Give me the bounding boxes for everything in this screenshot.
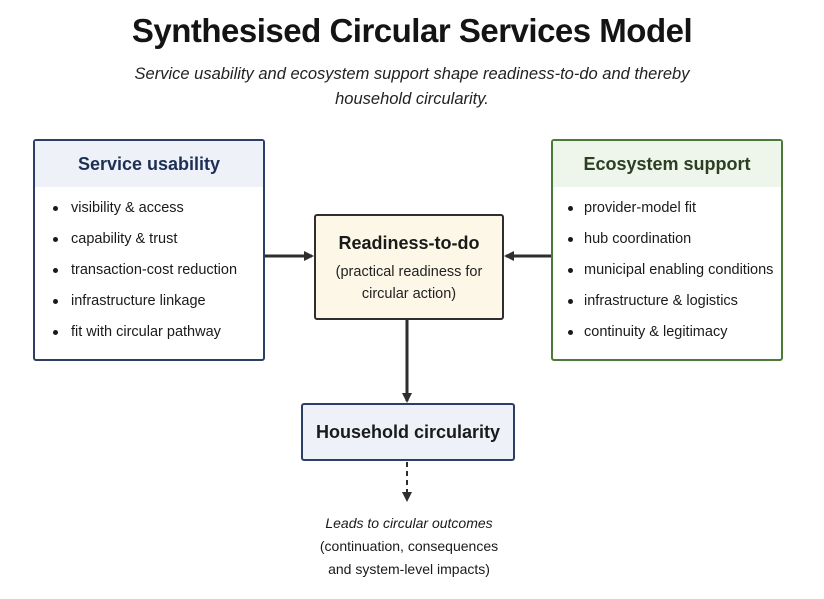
readiness-description: (practical readiness for circular action… [335, 264, 483, 302]
outcome-lead: Leads to circular outcomes [325, 515, 493, 531]
diagram-title: Synthesised Circular Services Model [131, 12, 693, 49]
list-item: visibility & access [35, 198, 263, 229]
household-circularity-box: Household circularity [301, 403, 515, 461]
readiness-to-do-box: Readiness-to-do (practical readiness for… [314, 214, 504, 320]
readiness-title: Readiness-to-do [338, 233, 480, 253]
list-item: provider-model fit [553, 198, 781, 229]
outcome-line-3: and system-level impacts) [328, 561, 490, 577]
list-item: fit with circular pathway [35, 322, 263, 353]
list-item: transaction-cost reduction [35, 260, 263, 291]
list-item: infrastructure linkage [35, 291, 263, 322]
service-usability-header: Service usability [35, 141, 263, 187]
ecosystem-support-box: Ecosystem support provider-model fit hub… [551, 139, 783, 361]
list-item: municipal enabling conditions [553, 260, 781, 291]
household-title: Household circularity [315, 422, 501, 442]
outcome-line-2: (continuation, consequences [319, 538, 499, 554]
service-usability-box: Service usability visibility & access ca… [33, 139, 265, 361]
service-usability-list: visibility & access capability & trust t… [35, 198, 263, 353]
list-item: capability & trust [35, 229, 263, 260]
diagram-subtitle: Service usability and ecosystem support … [134, 65, 690, 108]
list-item: hub coordination [553, 229, 781, 260]
list-item: infrastructure & logistics [553, 291, 781, 322]
ecosystem-support-header: Ecosystem support [553, 141, 781, 187]
ecosystem-support-list: provider-model fit hub coordination muni… [553, 198, 781, 353]
circular-outcomes-note: Leads to circular outcomes (continuation… [280, 512, 538, 581]
list-item: continuity & legitimacy [553, 322, 781, 353]
